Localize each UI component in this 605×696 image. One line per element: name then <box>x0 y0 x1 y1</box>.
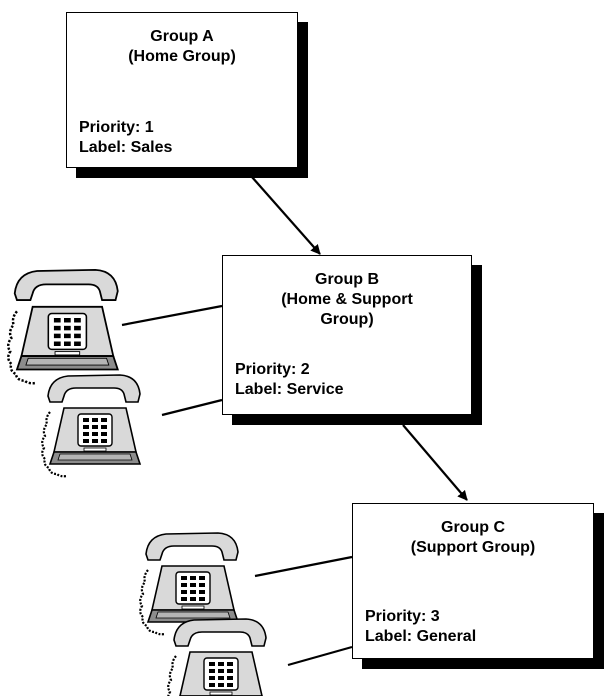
group-a-box: Group A (Home Group) Priority: 1 Label: … <box>66 12 298 168</box>
telephone-icon <box>7 268 119 385</box>
group-a-priority: Priority: 1 <box>79 119 154 136</box>
phone-line-b1 <box>121 304 223 327</box>
group-b-title: Group B (Home & Support Group) <box>223 270 471 330</box>
group-b-priority: Priority: 2 <box>235 361 310 378</box>
group-b-box: Group B (Home & Support Group) Priority:… <box>222 255 472 415</box>
phone-line-c2 <box>287 645 353 667</box>
group-c-name: Group C <box>441 519 505 536</box>
group-b-info: Priority: 2 Label: Service <box>235 360 344 400</box>
group-a-subtitle: (Home Group) <box>128 48 236 65</box>
group-a-label: Label: Sales <box>79 139 173 156</box>
group-c-subtitle: (Support Group) <box>410 539 536 556</box>
group-c-info: Priority: 3 Label: General <box>365 607 476 647</box>
group-a-name: Group A <box>150 28 214 45</box>
group-c-priority: Priority: 3 <box>365 608 440 625</box>
phone-line-b2 <box>161 398 223 417</box>
group-a-info: Priority: 1 Label: Sales <box>79 118 172 158</box>
group-b-name: Group B <box>315 271 379 288</box>
group-b-label: Label: Service <box>235 381 344 398</box>
group-c-title: Group C (Support Group) <box>353 518 593 558</box>
telephone-icon <box>41 373 142 478</box>
telephone-icon <box>167 617 268 696</box>
group-a-title: Group A (Home Group) <box>67 27 297 67</box>
group-b-subtitle: (Home & Support <box>281 291 413 308</box>
arrow-a-to-b <box>243 167 321 255</box>
group-c-box: Group C (Support Group) Priority: 3 Labe… <box>352 503 594 659</box>
arrow-b-to-c <box>402 424 468 501</box>
phone-line-c1 <box>254 555 353 578</box>
group-c-label: Label: General <box>365 628 477 645</box>
group-b-subtitle-2: Group) <box>320 311 374 328</box>
